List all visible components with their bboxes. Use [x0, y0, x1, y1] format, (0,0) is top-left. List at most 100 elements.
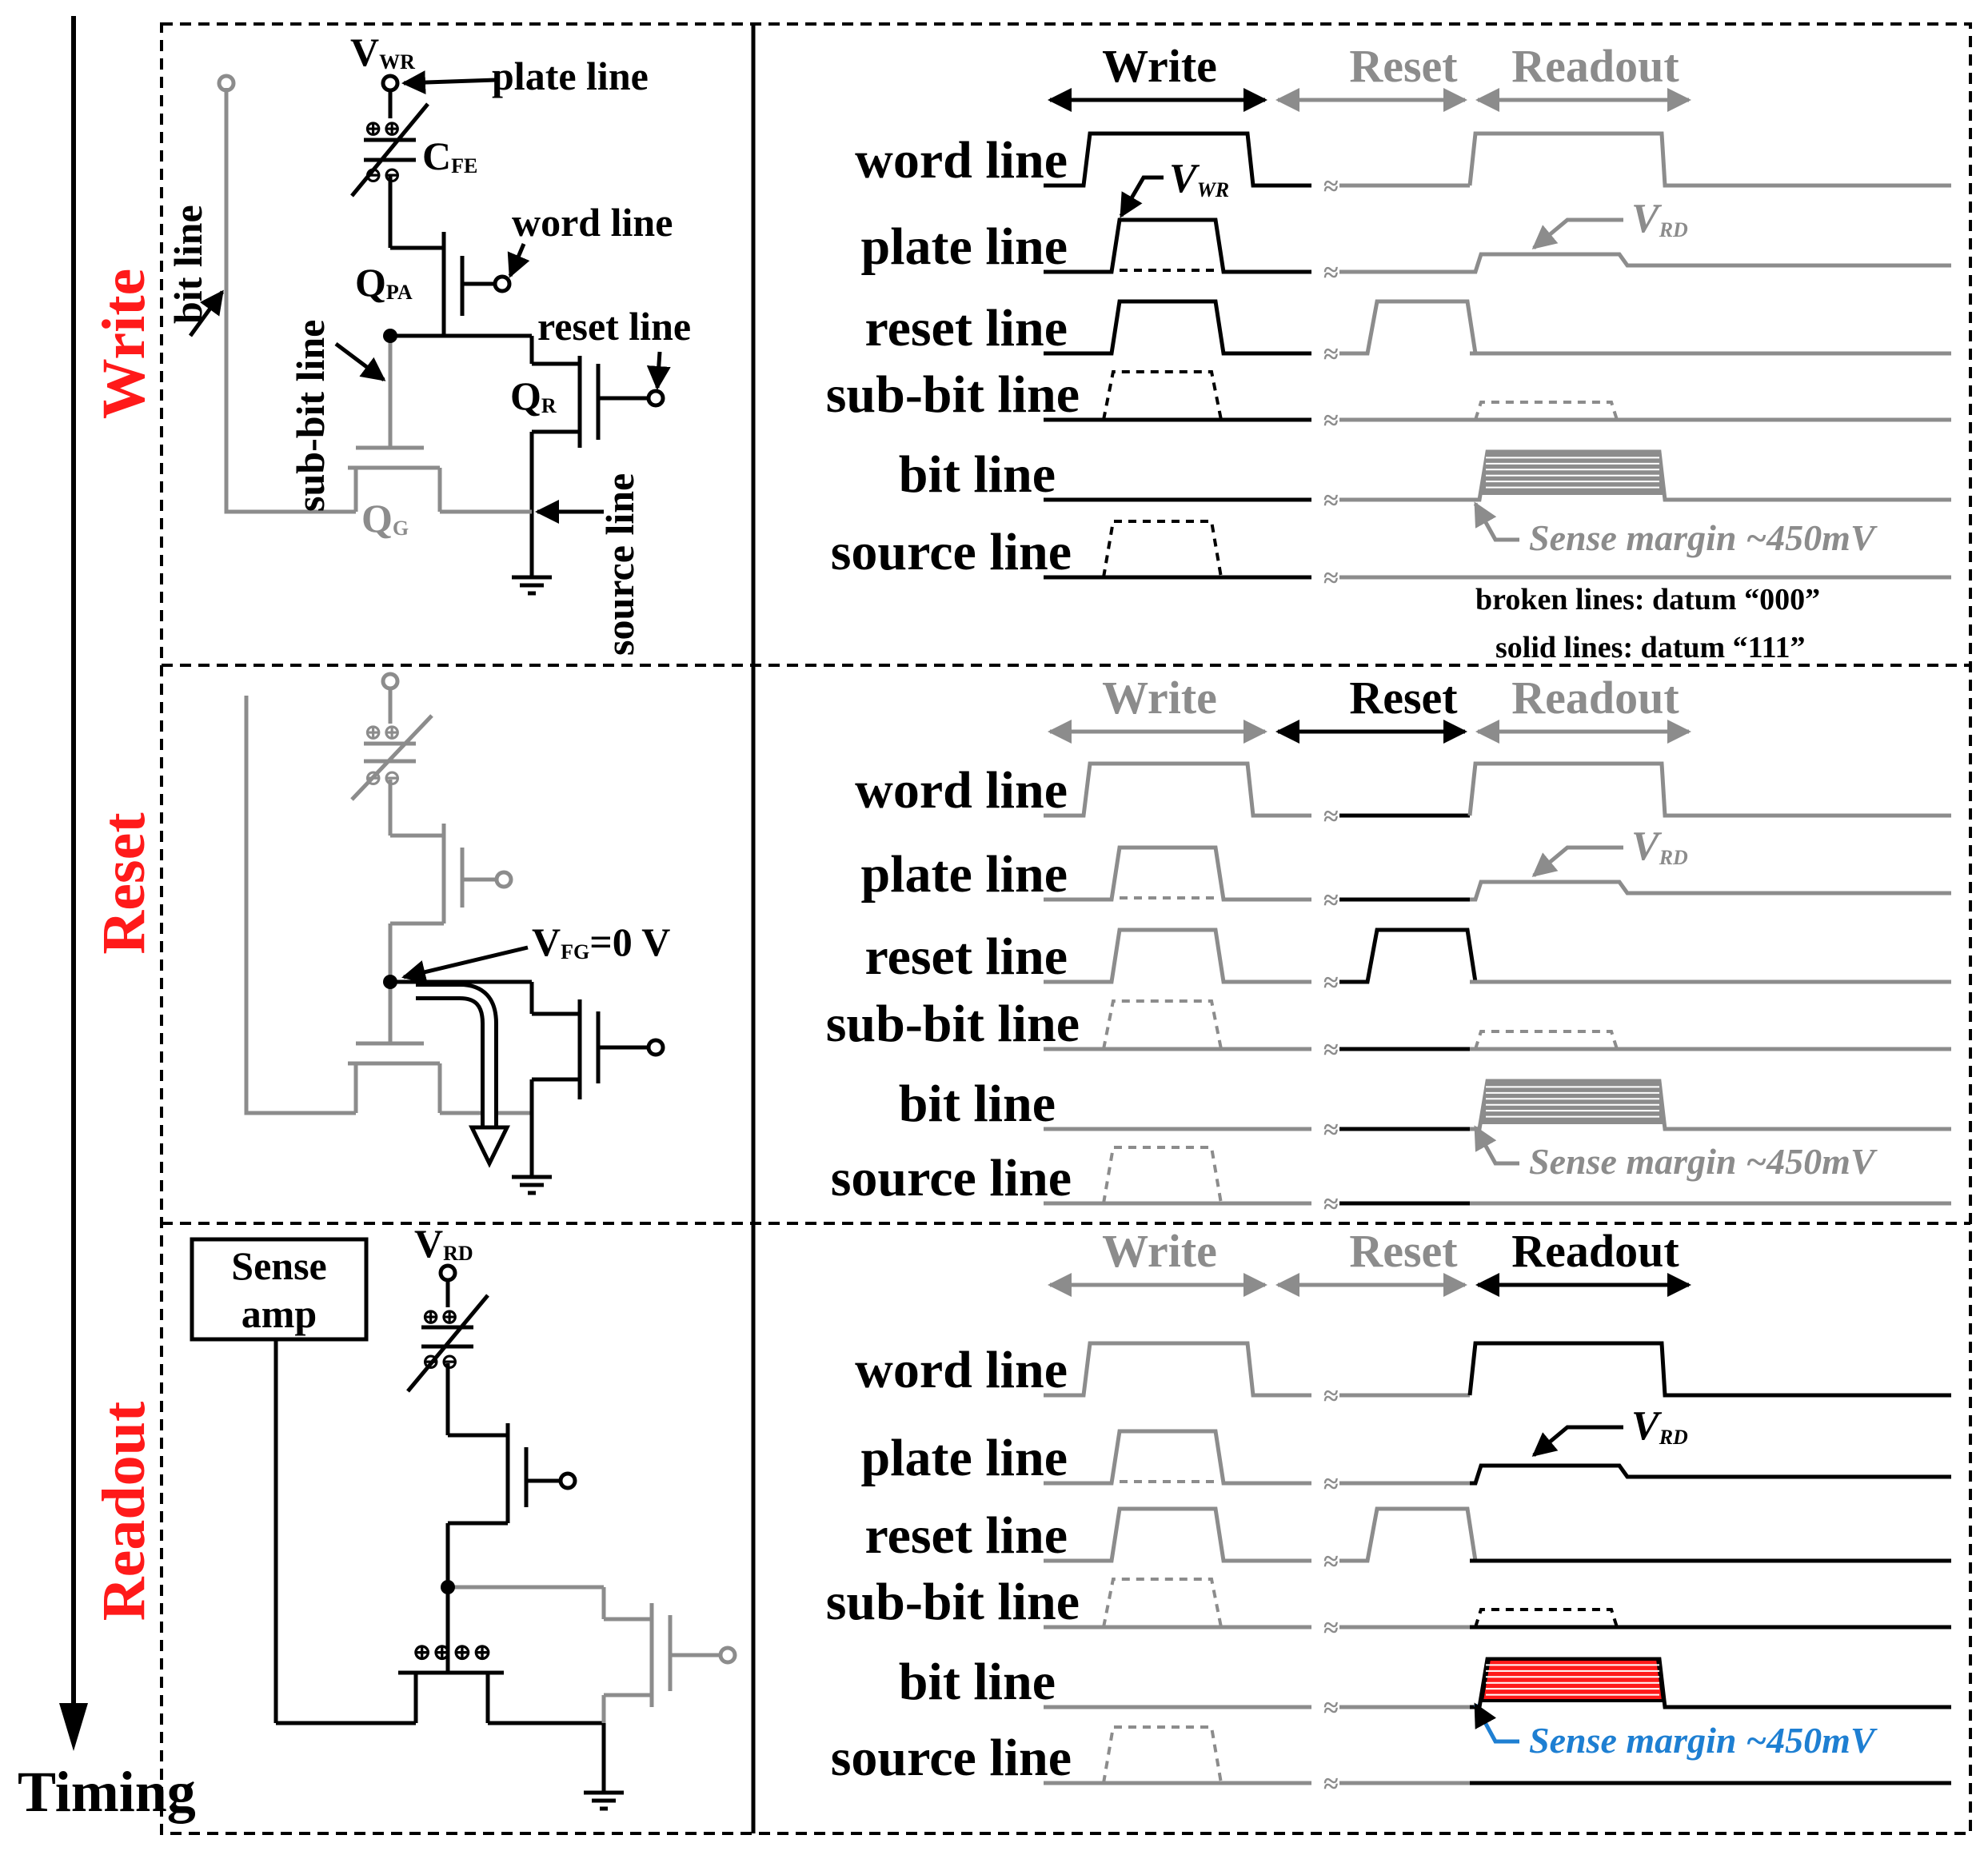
phase-header: Readout: [1511, 40, 1679, 92]
signal-label-bit-line: bit line: [899, 1075, 1056, 1133]
waveform-word-line: ≈: [1044, 131, 1951, 201]
circuit-write: ⊕⊕ ⊖⊖ VWR plate line CFE word line QPA r…: [166, 30, 691, 656]
timing-axis: Timing: [18, 16, 196, 1824]
signal-label-sub-bit-line: sub-bit line: [826, 1573, 1080, 1631]
phase-header: Write: [1102, 672, 1217, 724]
waveform-reset-line: ≈: [1044, 927, 1951, 998]
svg-text:≈: ≈: [1323, 802, 1339, 832]
signal-label-source-line: source line: [831, 1149, 1072, 1207]
source-line-label: source line: [597, 473, 642, 656]
vrd-annotation-reset: VRD: [1631, 824, 1688, 869]
svg-text:≈: ≈: [1323, 1115, 1339, 1145]
vwr-annotation: VWR: [1169, 156, 1229, 201]
signal-label-reset-line: reset line: [864, 1506, 1068, 1565]
waveform-source-line: ≈: [1044, 1725, 1951, 1799]
signal-label-word-line: word line: [855, 1341, 1068, 1399]
signal-label-sub-bit-line: sub-bit line: [826, 365, 1080, 424]
signal-label-plate-line: plate line: [861, 217, 1068, 276]
qr-label: QR: [510, 373, 557, 418]
sense-margin-readout: Sense margin ~450mV: [1529, 1720, 1878, 1761]
waveform-bit-line: ≈: [1044, 1079, 1951, 1145]
svg-text:≈: ≈: [1323, 1614, 1339, 1643]
sense-margin-band: [1479, 450, 1666, 495]
svg-text:≈: ≈: [1323, 258, 1339, 288]
word-line-label: word line: [512, 200, 673, 245]
cfe-charges: ⊕⊕ ⊖⊖: [364, 117, 401, 188]
waveform-plate-line: ≈: [1044, 217, 1951, 288]
waveform-plate-line: ≈: [1044, 845, 1951, 916]
svg-text:≈: ≈: [1323, 1382, 1339, 1411]
signal-label-reset-line: reset line: [864, 927, 1068, 986]
sense-amp-label-2: amp: [242, 1291, 317, 1336]
waveform-sub-bit-line: ≈: [1044, 999, 1951, 1065]
svg-text:≈: ≈: [1323, 1547, 1339, 1577]
vwr-label: VWR: [350, 30, 415, 74]
broken-lines-note: broken lines: datum “000”: [1475, 583, 1820, 616]
waveform-source-line: ≈: [1044, 1146, 1951, 1219]
qpa-label: QPA: [355, 260, 413, 305]
waveform-reset-line: ≈: [1044, 1506, 1951, 1577]
timing-label: Timing: [18, 1760, 196, 1824]
svg-text:≈: ≈: [1323, 968, 1339, 998]
phase-header: Reset: [1349, 1225, 1458, 1277]
vrd-label: VRD: [414, 1221, 473, 1266]
svg-text:≈: ≈: [1323, 1470, 1339, 1499]
waveform-bit-line: ≈: [1044, 1657, 1951, 1723]
signal-label-source-line: source line: [831, 523, 1072, 581]
sense-margin-band: [1479, 1658, 1666, 1702]
signal-label-bit-line: bit line: [899, 1653, 1056, 1711]
sense-amp-box: [190, 1237, 369, 1342]
sense-amp-label-1: Sense: [231, 1243, 326, 1288]
svg-text:⊕⊕: ⊕⊕: [364, 117, 401, 142]
svg-text:≈: ≈: [1323, 486, 1339, 516]
bit-line-label: bit line: [166, 205, 210, 324]
cfe-charges-readout: ⊕⊕ ⊖⊖ ⊕⊕⊕⊕: [412, 1305, 493, 1666]
svg-text:≈: ≈: [1323, 172, 1339, 201]
signal-label-reset-line: reset line: [864, 299, 1068, 357]
phase-label-readout: Readout: [90, 1402, 158, 1621]
waveform-word-line: ≈: [1044, 1341, 1951, 1411]
reset-line-label: reset line: [537, 304, 691, 349]
phase-header: Readout: [1511, 1225, 1679, 1277]
svg-text:≈: ≈: [1323, 1693, 1339, 1723]
waveform-plate-line: ≈: [1044, 1429, 1951, 1499]
waveform-reset-line: ≈: [1044, 299, 1951, 369]
phase-label-write: Write: [90, 269, 158, 420]
sense-margin-write: Sense margin ~450mV: [1529, 517, 1878, 558]
phase-header: Readout: [1511, 672, 1679, 724]
signal-label-plate-line: plate line: [861, 1429, 1068, 1487]
svg-text:⊖⊖: ⊖⊖: [364, 163, 401, 188]
svg-text:⊕⊕: ⊕⊕: [364, 720, 401, 745]
svg-text:≈: ≈: [1323, 886, 1339, 916]
vfg-label: VFG=0 V: [532, 920, 670, 964]
vrd-annotation-readout: VRD: [1631, 1403, 1688, 1449]
signal-label-word-line: word line: [855, 761, 1068, 820]
phase-header: Write: [1102, 40, 1217, 92]
svg-text:≈: ≈: [1323, 1769, 1339, 1799]
plate-line-label: plate line: [492, 54, 649, 98]
sub-bit-line-label: sub-bit line: [288, 320, 333, 512]
solid-lines-note: solid lines: datum “111”: [1495, 631, 1805, 664]
sense-margin-reset: Sense margin ~450mV: [1529, 1141, 1878, 1182]
signal-label-plate-line: plate line: [861, 845, 1068, 904]
svg-text:≈: ≈: [1323, 406, 1339, 436]
circuit-reset: ⊕⊕ ⊖⊖ VFG=0 V: [244, 672, 670, 1195]
qg-label: QG: [361, 496, 409, 541]
panel-readout: word line plate line reset line sub-bit lin…: [826, 1225, 1951, 1799]
svg-text:≈: ≈: [1323, 1035, 1339, 1065]
signal-label-source-line: source line: [831, 1729, 1072, 1787]
signal-label-bit-line: bit line: [899, 445, 1056, 504]
waveform-word-line: ≈: [1044, 761, 1951, 832]
annotations: VWR VRD VRD VRD Sense margin ~450mV Sens…: [1119, 156, 1878, 1761]
waveform-sub-bit-line: ≈: [1044, 1578, 1951, 1643]
svg-text:⊖⊖: ⊖⊖: [364, 766, 401, 791]
waveform-bit-line: ≈: [1044, 449, 1951, 516]
phase-header: Reset: [1349, 672, 1458, 724]
vrd-annotation-write: VRD: [1631, 196, 1688, 241]
cfe-charges-reset: ⊕⊕ ⊖⊖: [364, 720, 401, 791]
waveform-sub-bit-line: ≈: [1044, 370, 1951, 436]
phase-header: Write: [1102, 1225, 1217, 1277]
cfe-label: CFE: [422, 134, 477, 178]
